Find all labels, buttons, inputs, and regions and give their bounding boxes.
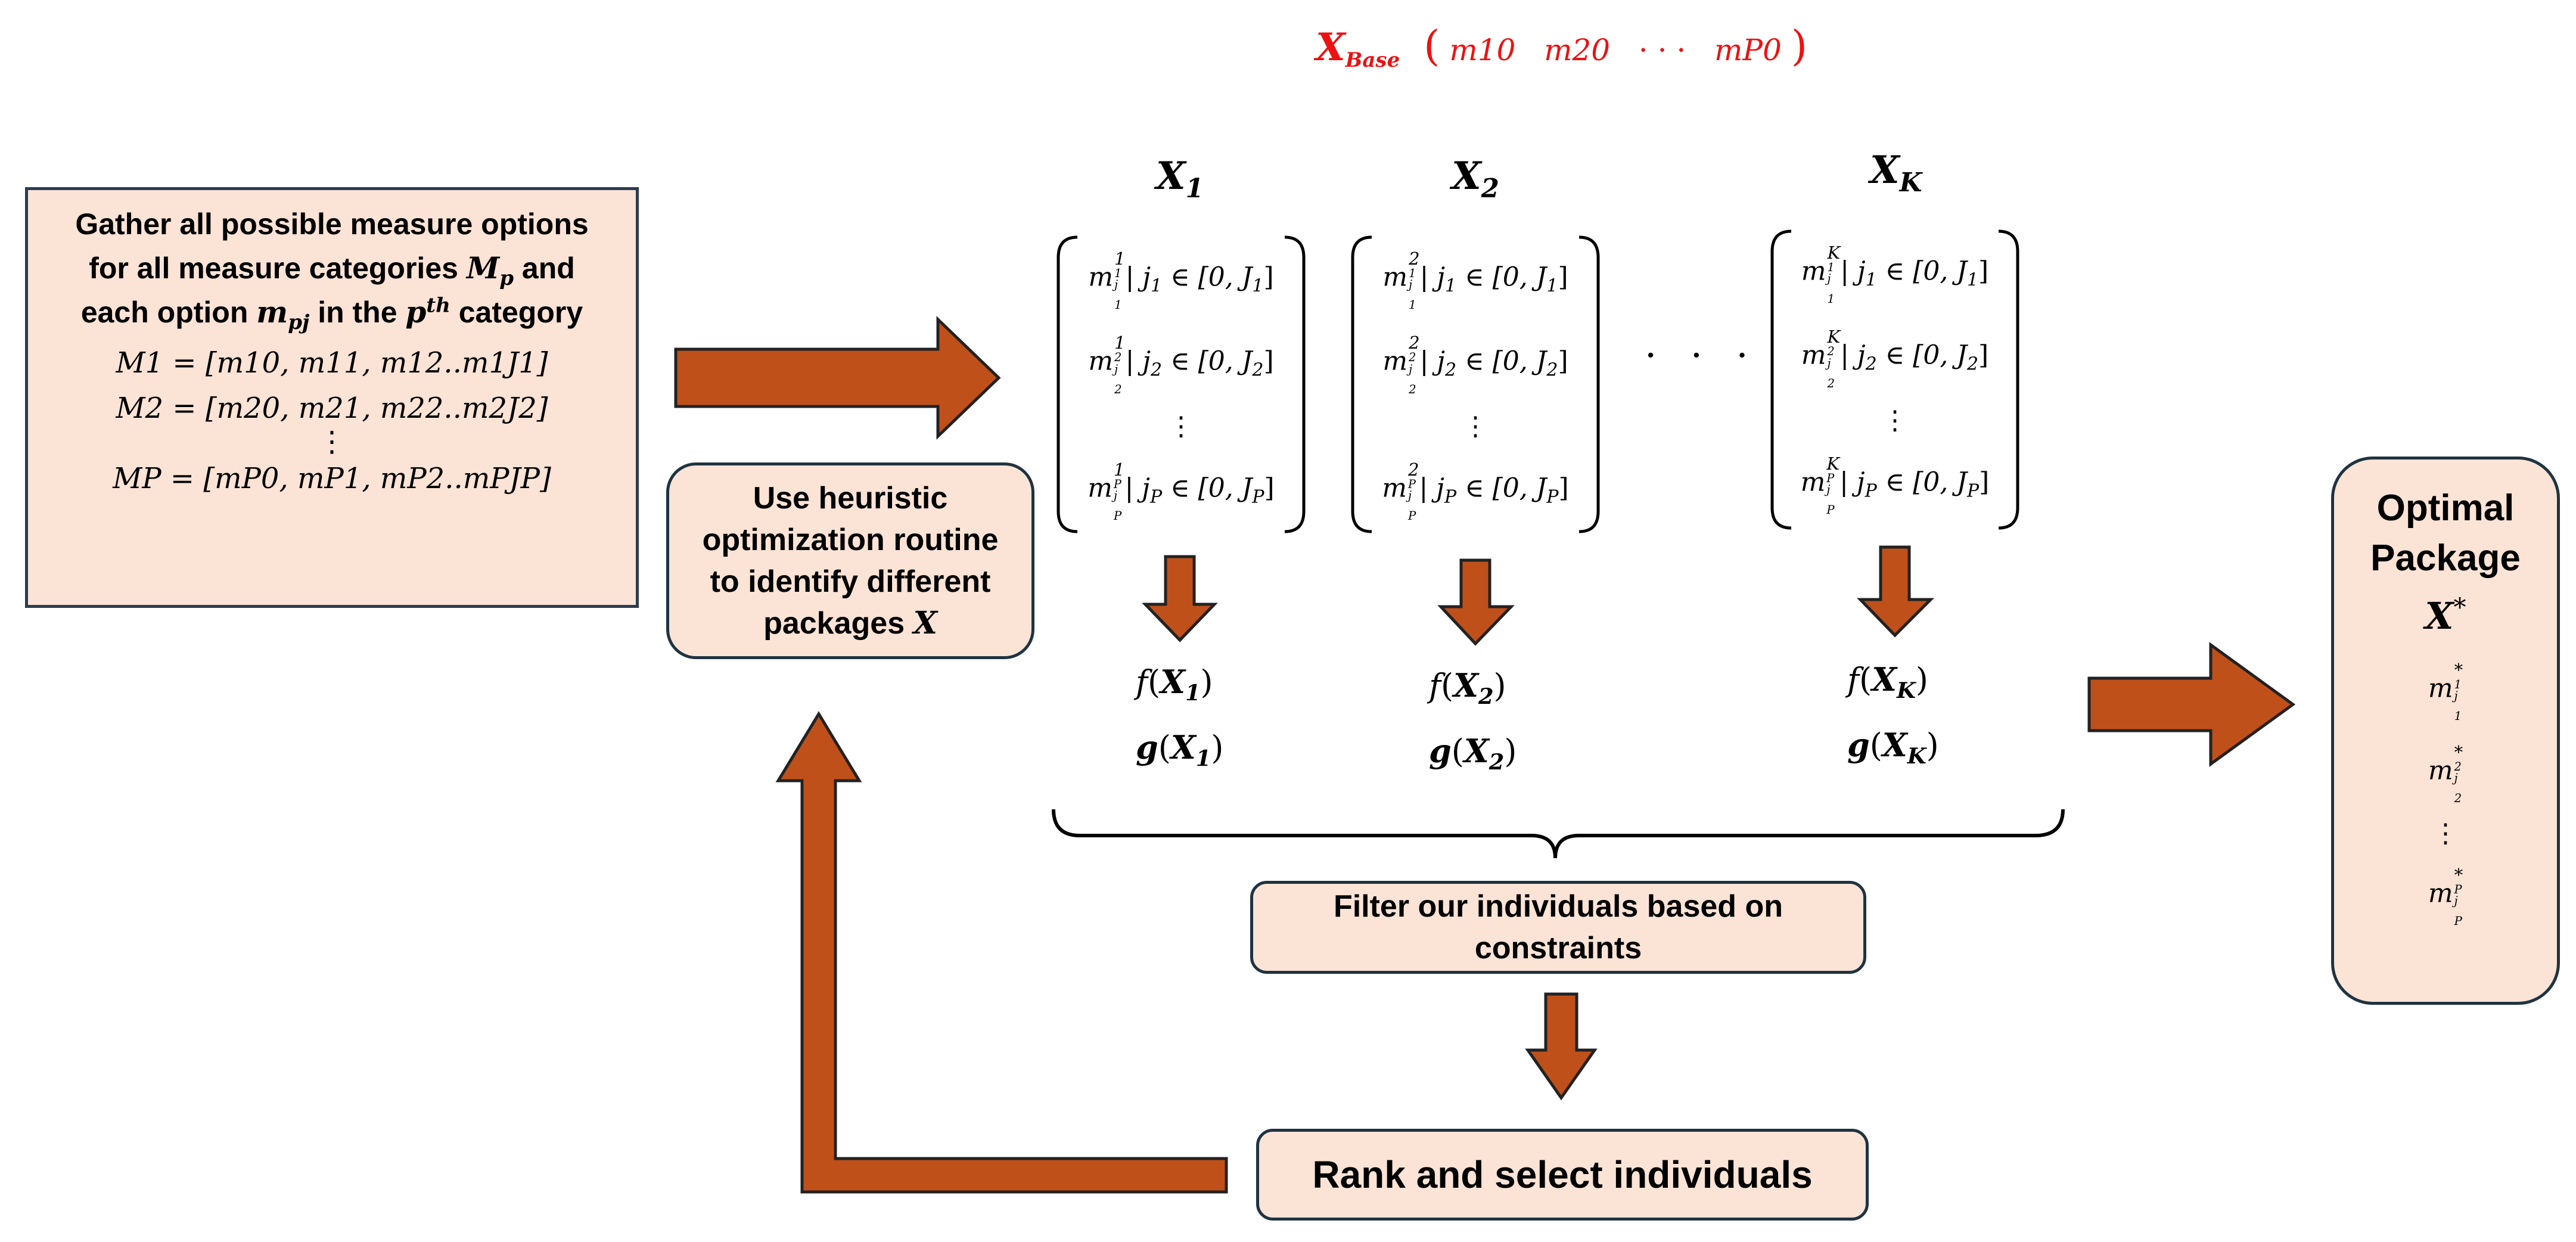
base-entry: m10 <box>1449 33 1516 67</box>
constraint-g-1: g(X1) <box>1136 728 1224 771</box>
rank-label: Rank and select individuals <box>1312 1153 1813 1196</box>
heuristic-line: optimization routine <box>702 523 999 557</box>
objective-f-2: f(X2) <box>1429 666 1506 709</box>
objective-f-1: f(X1) <box>1136 663 1213 706</box>
measure-category-row: MP = [mP0, mP1, mP2..mPJP] <box>113 462 551 495</box>
optimal-vdots: ⋮ <box>2432 818 2459 849</box>
optimal-line: Package <box>2370 538 2521 579</box>
gather-line: Gather all possible measure options <box>75 207 589 241</box>
arrow-to-optimal <box>2087 642 2296 767</box>
matrixK-right-bracket <box>1998 229 2019 530</box>
optimal-line: Optimal <box>2376 488 2515 529</box>
package-header-2: X2 <box>1452 154 1499 204</box>
base-label: X <box>1316 25 1346 70</box>
constraint-g-k: g(XK) <box>1847 726 1939 769</box>
arrow-filter-to-rank <box>1525 992 1598 1101</box>
arrow-gather-to-packages <box>674 316 1001 440</box>
base-entry: mP0 <box>1714 33 1782 67</box>
arrow-loop-back <box>775 711 1228 1194</box>
base-package: XBase ( m10 m20 · · · mP0 ) <box>1316 21 1808 72</box>
base-entry: m20 <box>1544 33 1611 67</box>
gather-line-2: for all measure categories Mp and <box>89 250 575 290</box>
measure-category-row: M1 = [m10, m11, m12..m1J1] <box>116 346 548 380</box>
matrix1-right-bracket <box>1284 235 1306 533</box>
objective-f-k: f(XK) <box>1847 660 1928 703</box>
constraint-g-2: g(X2) <box>1429 732 1517 775</box>
matrix2-right-bracket <box>1578 235 1600 533</box>
matrix2-left-bracket <box>1351 235 1372 533</box>
arrow-down-pkg2 <box>1437 558 1515 646</box>
matrix-vdots: ⋮ <box>1168 411 1194 442</box>
more-packages-ellipsis: · · · <box>1645 334 1759 378</box>
filter-line: Filter our individuals based on <box>1333 889 1783 924</box>
matrix-vdots: ⋮ <box>1462 411 1489 442</box>
matrix1-left-bracket <box>1056 235 1078 533</box>
arrow-down-pkgK <box>1857 545 1935 638</box>
heuristic-optimization-box: Use heuristic optimization routine to id… <box>666 462 1034 659</box>
matrix-vdots: ⋮ <box>1882 405 1908 436</box>
heuristic-line: packages X <box>763 605 937 641</box>
gather-measures-box: Gather all possible measure options for … <box>25 187 639 608</box>
base-ellipsis: · · · <box>1638 33 1686 67</box>
rank-select-box: Rank and select individuals <box>1256 1129 1869 1221</box>
curly-brace <box>1052 809 2065 859</box>
optimal-var: X* <box>2425 592 2466 638</box>
arrow-down-pkg1 <box>1142 555 1218 642</box>
heuristic-line: to identify different <box>710 564 991 599</box>
package-header-1: X1 <box>1156 154 1204 204</box>
filter-constraints-box: Filter our individuals based on constrai… <box>1250 881 1866 974</box>
filter-line: constraints <box>1474 931 1642 965</box>
heuristic-line: Use heuristic <box>753 481 948 516</box>
gather-line-3: each option mpj in the pth category <box>80 293 583 334</box>
measure-category-row: M2 = [m20, m21, m22..m2J2] <box>116 392 548 425</box>
package-header-k: XK <box>1870 148 1922 198</box>
base-label-sub: Base <box>1345 48 1400 72</box>
gather-vdots: ⋮ <box>318 425 346 458</box>
matrixK-left-bracket <box>1770 229 1792 530</box>
